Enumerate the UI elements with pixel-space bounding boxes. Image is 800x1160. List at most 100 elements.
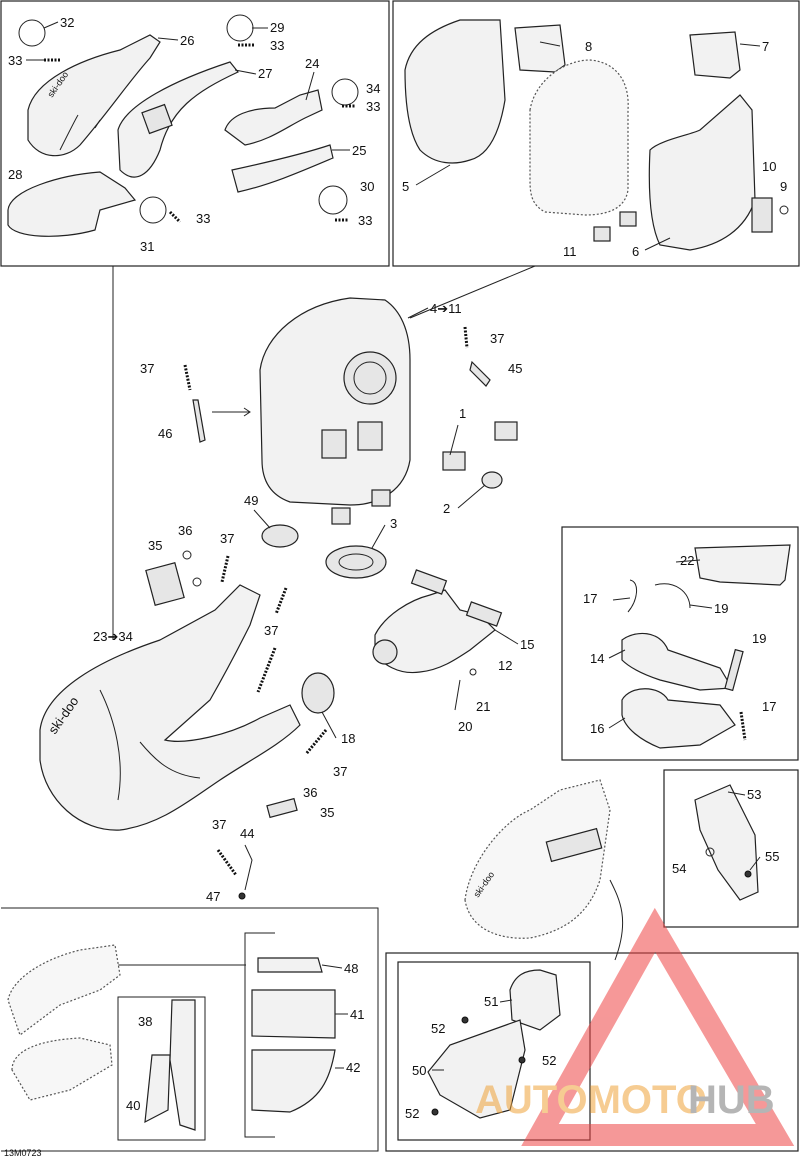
callout-25: 25 <box>352 143 366 158</box>
part-27-bracket <box>141 103 173 135</box>
callout-46: 46 <box>158 426 172 441</box>
part-16-heat-shield <box>621 688 736 749</box>
panel-side-shields <box>1 907 379 1152</box>
part-11-bumper <box>619 211 637 227</box>
callout-44: 44 <box>240 826 254 841</box>
callout-23-34: 23➔34 <box>93 629 133 644</box>
callout-48: 48 <box>344 961 358 976</box>
part-9-nut <box>779 205 789 215</box>
part-muffler-body-dotted <box>529 59 629 216</box>
callout-52: 52 <box>405 1106 419 1121</box>
part-15-gasket <box>465 601 503 627</box>
part-15-gasket <box>410 569 448 595</box>
callout-54: 54 <box>672 861 686 876</box>
spring-37 <box>463 326 469 349</box>
part-51-cover <box>509 969 561 1031</box>
part-28-flat-shield <box>7 171 137 237</box>
callout-35: 35 <box>320 805 334 820</box>
callout-47: 47 <box>206 889 220 904</box>
callout-21: 21 <box>476 699 490 714</box>
clamp-34 <box>331 78 359 106</box>
panel-bracket-50-52-outer <box>385 952 799 1152</box>
callout-9: 9 <box>780 179 787 194</box>
callout-27: 27 <box>258 66 272 81</box>
callout-37: 37 <box>140 361 154 376</box>
callout-7: 7 <box>762 39 769 54</box>
muffler-bracket <box>321 429 347 459</box>
spring-33 <box>168 210 182 224</box>
callout-32: 32 <box>60 15 74 30</box>
connector-curve <box>609 879 624 961</box>
callout-42: 42 <box>346 1060 360 1075</box>
part-22-shield <box>694 544 791 586</box>
callout-19: 19 <box>752 631 766 646</box>
part-45-bracket <box>469 360 491 387</box>
part-3-ring <box>325 545 387 579</box>
muffler-outlet <box>343 351 397 405</box>
callout-38: 38 <box>138 1014 152 1029</box>
part-41-shield <box>251 989 336 1039</box>
callout-17: 17 <box>583 591 597 606</box>
panel-side-shields-inner <box>117 996 206 1141</box>
spring-37 <box>216 849 238 876</box>
part-17-spring <box>739 711 747 741</box>
callout-26: 26 <box>180 33 194 48</box>
callout-50: 50 <box>412 1063 426 1078</box>
watermark-triangle <box>521 907 795 1146</box>
part-40-shield <box>144 1054 171 1124</box>
callout-37: 37 <box>490 331 504 346</box>
callout-22: 22 <box>680 553 694 568</box>
callout-20: 20 <box>458 719 472 734</box>
part-46-bracket <box>192 399 206 443</box>
spring-37 <box>274 587 288 615</box>
part-49-ring <box>261 524 299 548</box>
callout-30: 30 <box>360 179 374 194</box>
part-3-ring-inner <box>338 553 374 571</box>
part-52-nut <box>431 1108 439 1116</box>
callout-52: 52 <box>542 1053 556 1068</box>
callout-1: 1 <box>459 406 466 421</box>
callout-40: 40 <box>126 1098 140 1113</box>
part-11-bumper <box>593 226 611 242</box>
part-10-plate <box>751 197 773 233</box>
spring-37 <box>256 647 277 693</box>
callout-15: 15 <box>520 637 534 652</box>
callout-28: 28 <box>8 167 22 182</box>
part-6-heat-shield <box>648 94 756 251</box>
spring-37 <box>220 555 230 583</box>
leader-lines <box>26 21 761 1071</box>
part-1-bumper <box>442 451 466 471</box>
callout-37: 37 <box>220 531 234 546</box>
callout-33: 33 <box>358 213 372 228</box>
part-5-muffler-shell <box>404 19 506 164</box>
panel-bracket-53-55 <box>663 769 799 928</box>
callout-3: 3 <box>390 516 397 531</box>
callout-16: 16 <box>590 721 604 736</box>
part-54-bolt <box>705 847 715 857</box>
spring-37 <box>183 364 192 391</box>
clamp-29 <box>226 14 254 42</box>
part-19-tab <box>724 648 744 692</box>
part-1-bumper <box>494 421 518 441</box>
part-rear-assembly-dotted <box>464 779 611 939</box>
part-26-pipe-cone: ski-doo <box>27 34 161 157</box>
part-55-nut <box>744 870 752 878</box>
callout-11: 11 <box>563 244 577 259</box>
part-42-shield <box>251 1049 336 1113</box>
part-52-nut <box>518 1056 526 1064</box>
callout-53: 53 <box>747 787 761 802</box>
part-48-shield <box>257 957 323 973</box>
part-tuned-pipe-assembly: ski-doo <box>39 584 301 831</box>
callout-52: 52 <box>431 1021 445 1036</box>
spring-37 <box>304 729 328 755</box>
part-18-ring <box>301 672 335 714</box>
part-muffler-assembly <box>259 297 411 506</box>
callout-51: 51 <box>484 994 498 1009</box>
part-2-grommet <box>481 471 503 489</box>
clamp-32 <box>18 19 46 47</box>
watermark-text-hub: HUB <box>688 1078 775 1122</box>
part-35-bracket <box>145 561 185 607</box>
muffler-mount <box>371 489 391 507</box>
part-36-nut <box>182 550 192 560</box>
